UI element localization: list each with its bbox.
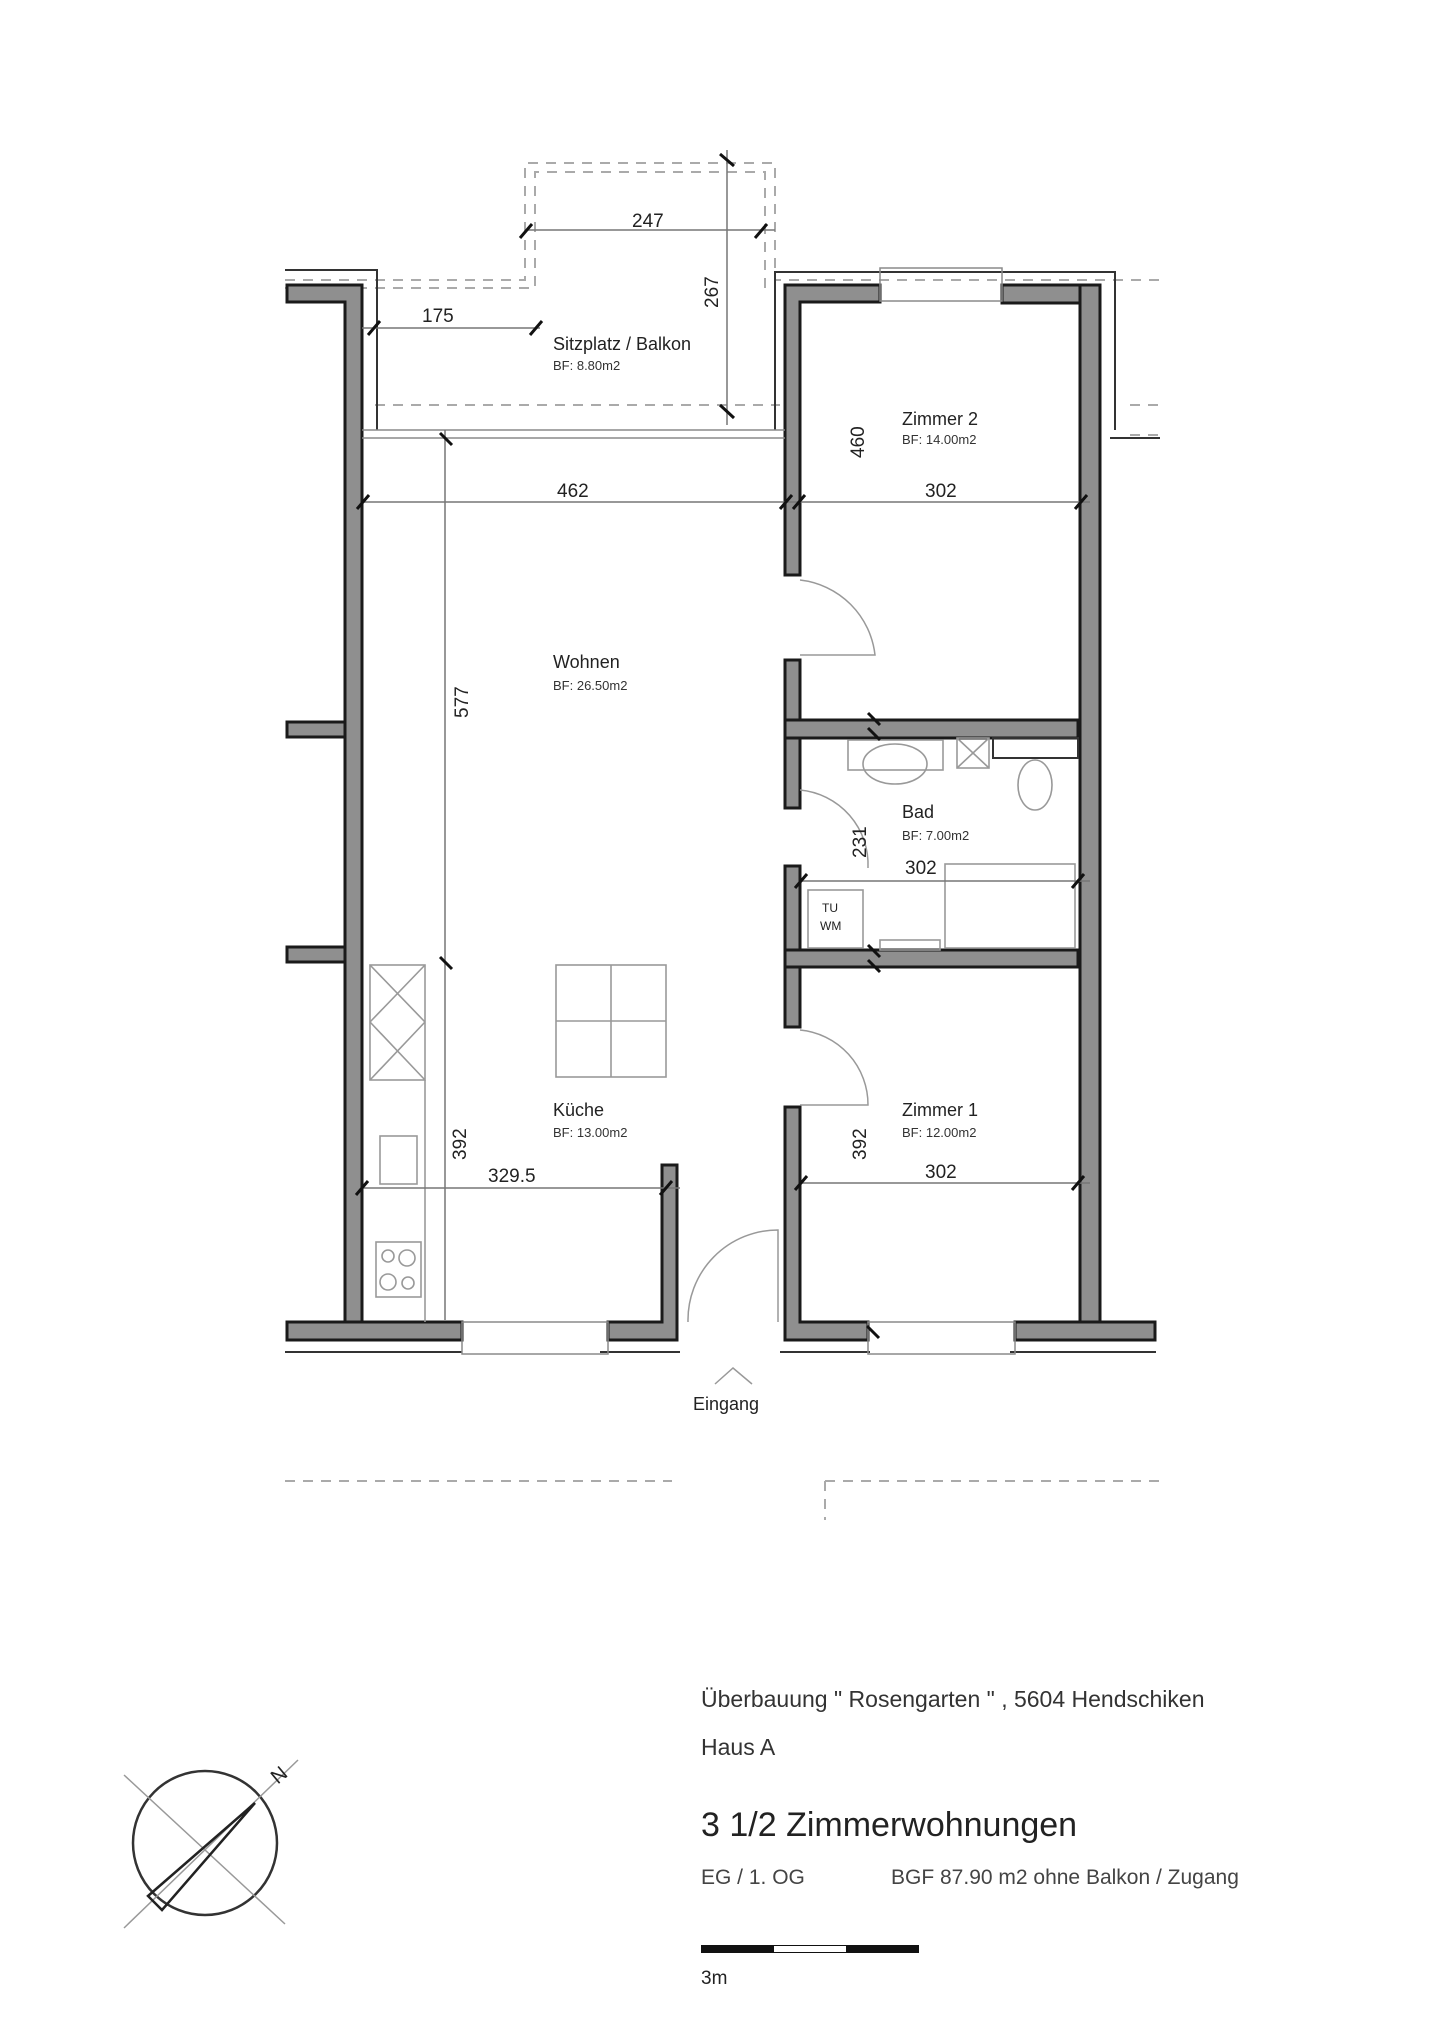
dim-balcony-offset: 175 xyxy=(422,306,454,327)
dim-wohnen-width: 462 xyxy=(557,481,589,502)
dim-balcony-width: 247 xyxy=(632,211,664,232)
dim-wohnen-depth: 577 xyxy=(452,686,473,718)
north-label: N xyxy=(267,1762,292,1788)
entrance-label: Eingang xyxy=(693,1394,759,1414)
dimension-lines xyxy=(354,150,1090,1340)
dim-zimmer1-depth: 392 xyxy=(850,1128,871,1160)
dim-kueche-depth: 392 xyxy=(450,1128,471,1160)
room-area-zimmer1: BF: 12.00m2 xyxy=(902,1125,976,1140)
doors xyxy=(687,579,876,1323)
unit-type-title: 3 1/2 Zimmerwohnungen xyxy=(701,1806,1078,1844)
dim-bad-depth: 231 xyxy=(850,826,871,858)
north-arrow-icon xyxy=(123,1759,299,1929)
dim-zimmer2-depth: 460 xyxy=(848,426,869,458)
room-area-kueche: BF: 13.00m2 xyxy=(553,1125,627,1140)
gross-area-label: BGF 87.90 m2 ohne Balkon / Zugang xyxy=(891,1866,1239,1889)
entrance-arrow-icon xyxy=(714,1367,753,1385)
balcony-outline xyxy=(285,162,1160,436)
room-name-kueche: Küche xyxy=(553,1100,604,1120)
room-name-zimmer1: Zimmer 1 xyxy=(902,1100,978,1120)
laundry-label-wm: WM xyxy=(820,919,841,933)
windows xyxy=(362,267,1016,1355)
room-area-wohnen: BF: 26.50m2 xyxy=(553,678,627,693)
project-name: Überbauung " Rosengarten " , 5604 Hendsc… xyxy=(701,1686,1205,1712)
dim-zimmer2-width: 302 xyxy=(925,481,957,502)
scale-bar xyxy=(701,1945,919,1953)
kitchen-fixtures xyxy=(369,964,667,1322)
floors-label: EG / 1. OG xyxy=(701,1866,805,1889)
balcony-name: Sitzplatz / Balkon xyxy=(553,334,691,354)
laundry-label-tu: TU xyxy=(822,901,838,915)
dim-balcony-depth: 267 xyxy=(702,276,723,308)
dim-bad-width: 302 xyxy=(905,858,937,879)
outer-lines xyxy=(285,269,1160,1353)
room-name-bad: Bad xyxy=(902,802,934,822)
room-name-wohnen: Wohnen xyxy=(553,652,620,672)
room-area-zimmer2: BF: 14.00m2 xyxy=(902,432,976,447)
dim-zimmer1-width: 302 xyxy=(925,1162,957,1183)
scale-segment xyxy=(702,1946,774,1952)
room-area-bad: BF: 7.00m2 xyxy=(902,828,969,843)
house-name: Haus A xyxy=(701,1734,776,1760)
dim-kueche-width: 329.5 xyxy=(488,1166,536,1187)
scale-segment xyxy=(846,1946,918,1952)
bathroom-fixtures xyxy=(807,737,1079,951)
scale-label: 3m xyxy=(701,1968,728,1989)
scale-segment xyxy=(774,1946,846,1952)
balcony-area: BF: 8.80m2 xyxy=(553,358,620,373)
lower-dashed-lines xyxy=(285,1480,1160,1520)
room-name-zimmer2: Zimmer 2 xyxy=(902,409,978,429)
